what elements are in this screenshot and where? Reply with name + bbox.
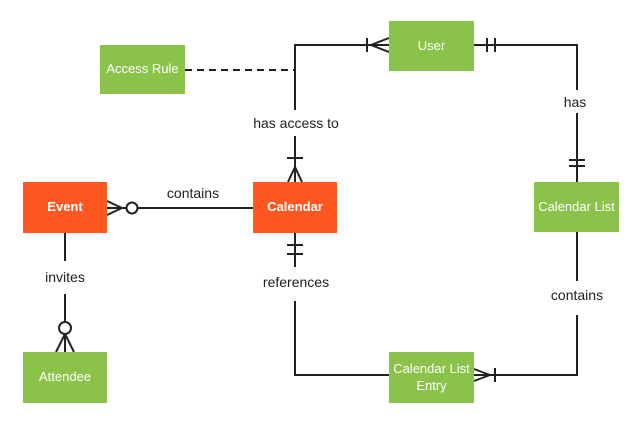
relationship-label-references: references bbox=[259, 274, 333, 290]
exactly-one-bars-marker bbox=[287, 244, 303, 255]
edge-line bbox=[474, 44, 578, 90]
relationship-label-contains-calendar-list: contains bbox=[547, 287, 607, 303]
crows-foot-many-marker bbox=[106, 200, 123, 216]
entity-calendar-list-entry[interactable]: Calendar List Entry bbox=[389, 352, 474, 403]
relationship-label-contains-event-calendar: contains bbox=[163, 185, 223, 201]
relationship-label-has-access-to: has access to bbox=[250, 115, 342, 131]
crows-foot-many-marker bbox=[473, 368, 491, 382]
exactly-one-bars-marker bbox=[486, 38, 496, 52]
edge-line bbox=[294, 44, 389, 110]
connector-event-attendee-invites bbox=[55, 233, 75, 353]
crows-foot-many-marker bbox=[55, 333, 75, 353]
connector-calendar-list-calendar-list-entry-contains bbox=[473, 232, 578, 382]
entity-event[interactable]: Event bbox=[23, 182, 107, 233]
crows-foot-many-marker bbox=[370, 37, 390, 53]
exactly-one-bars-marker bbox=[569, 159, 585, 167]
connector-user-calendar-list-has bbox=[474, 38, 585, 182]
relationship-label-has: has bbox=[560, 94, 590, 110]
connector-event-calendar-contains bbox=[106, 200, 253, 216]
entity-attendee[interactable]: Attendee bbox=[23, 352, 107, 403]
zero-circle-marker bbox=[58, 321, 72, 335]
edge-line bbox=[490, 315, 578, 376]
relationship-label-invites: invites bbox=[42, 269, 88, 285]
entity-user[interactable]: User bbox=[389, 21, 474, 71]
connector-calendar-user-has-access-to bbox=[287, 37, 390, 183]
crows-foot-many-marker bbox=[287, 166, 303, 183]
entity-calendar-list[interactable]: Calendar List bbox=[534, 182, 619, 232]
zero-circle-marker bbox=[125, 201, 139, 215]
connector-calendar-calendar-list-entry-references bbox=[287, 233, 389, 376]
entity-access-rule[interactable]: Access Rule bbox=[100, 45, 185, 94]
edge-line bbox=[294, 301, 389, 376]
entity-calendar[interactable]: Calendar bbox=[253, 182, 337, 233]
